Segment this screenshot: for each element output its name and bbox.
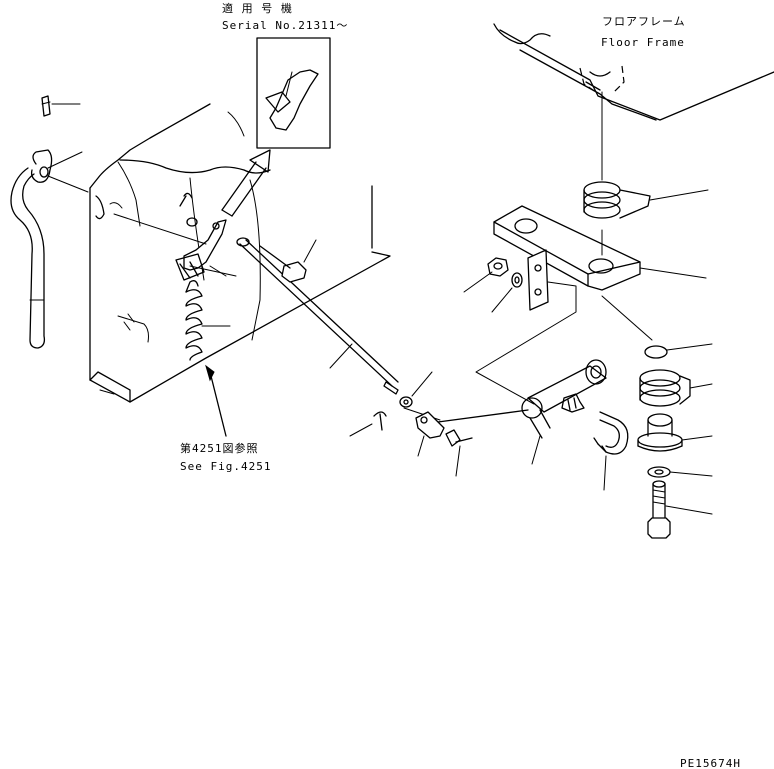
serial-detail-lever xyxy=(265,69,319,131)
serial-detail-box xyxy=(256,37,331,149)
support-bracket xyxy=(493,205,641,311)
collar xyxy=(637,413,683,452)
serial-note-jp: 適 用 号 機 xyxy=(222,1,293,15)
see-fig-arrow xyxy=(205,364,227,437)
engine-housing xyxy=(89,103,391,403)
washer-mount xyxy=(647,466,671,478)
rod-nut xyxy=(399,396,413,408)
floor-frame-label-jp: フロアフレーム xyxy=(602,15,686,28)
lever-knob xyxy=(41,95,51,117)
floor-frame-label-en: Floor Frame xyxy=(601,36,685,49)
serial-arrow xyxy=(221,149,271,217)
return-spring xyxy=(185,280,203,361)
washer-bracket xyxy=(511,272,523,288)
lever-washer xyxy=(186,217,198,227)
serial-note-en: Serial No.21311～ xyxy=(222,19,348,32)
rubber-pad xyxy=(644,345,668,359)
rubber-mount-lower xyxy=(639,369,691,407)
clevis xyxy=(415,411,445,439)
drawing-code: PE15674H xyxy=(680,757,741,769)
mount-bolt xyxy=(647,480,671,539)
control-rod xyxy=(236,237,399,395)
see-fig-label-jp: 第4251図参照 xyxy=(180,441,259,455)
control-cylinder xyxy=(521,359,607,439)
control-lever xyxy=(10,149,53,349)
floor-frame xyxy=(493,23,774,121)
clevis-pin-cotter xyxy=(373,411,387,431)
rubber-mount-upper xyxy=(583,181,651,219)
clevis-bolt xyxy=(445,429,473,447)
rod-end-bolt xyxy=(259,245,307,283)
see-fig-label-en: See Fig.4251 xyxy=(180,460,271,473)
lever-cotter-pin xyxy=(179,192,193,207)
hose-elbow xyxy=(593,411,629,455)
